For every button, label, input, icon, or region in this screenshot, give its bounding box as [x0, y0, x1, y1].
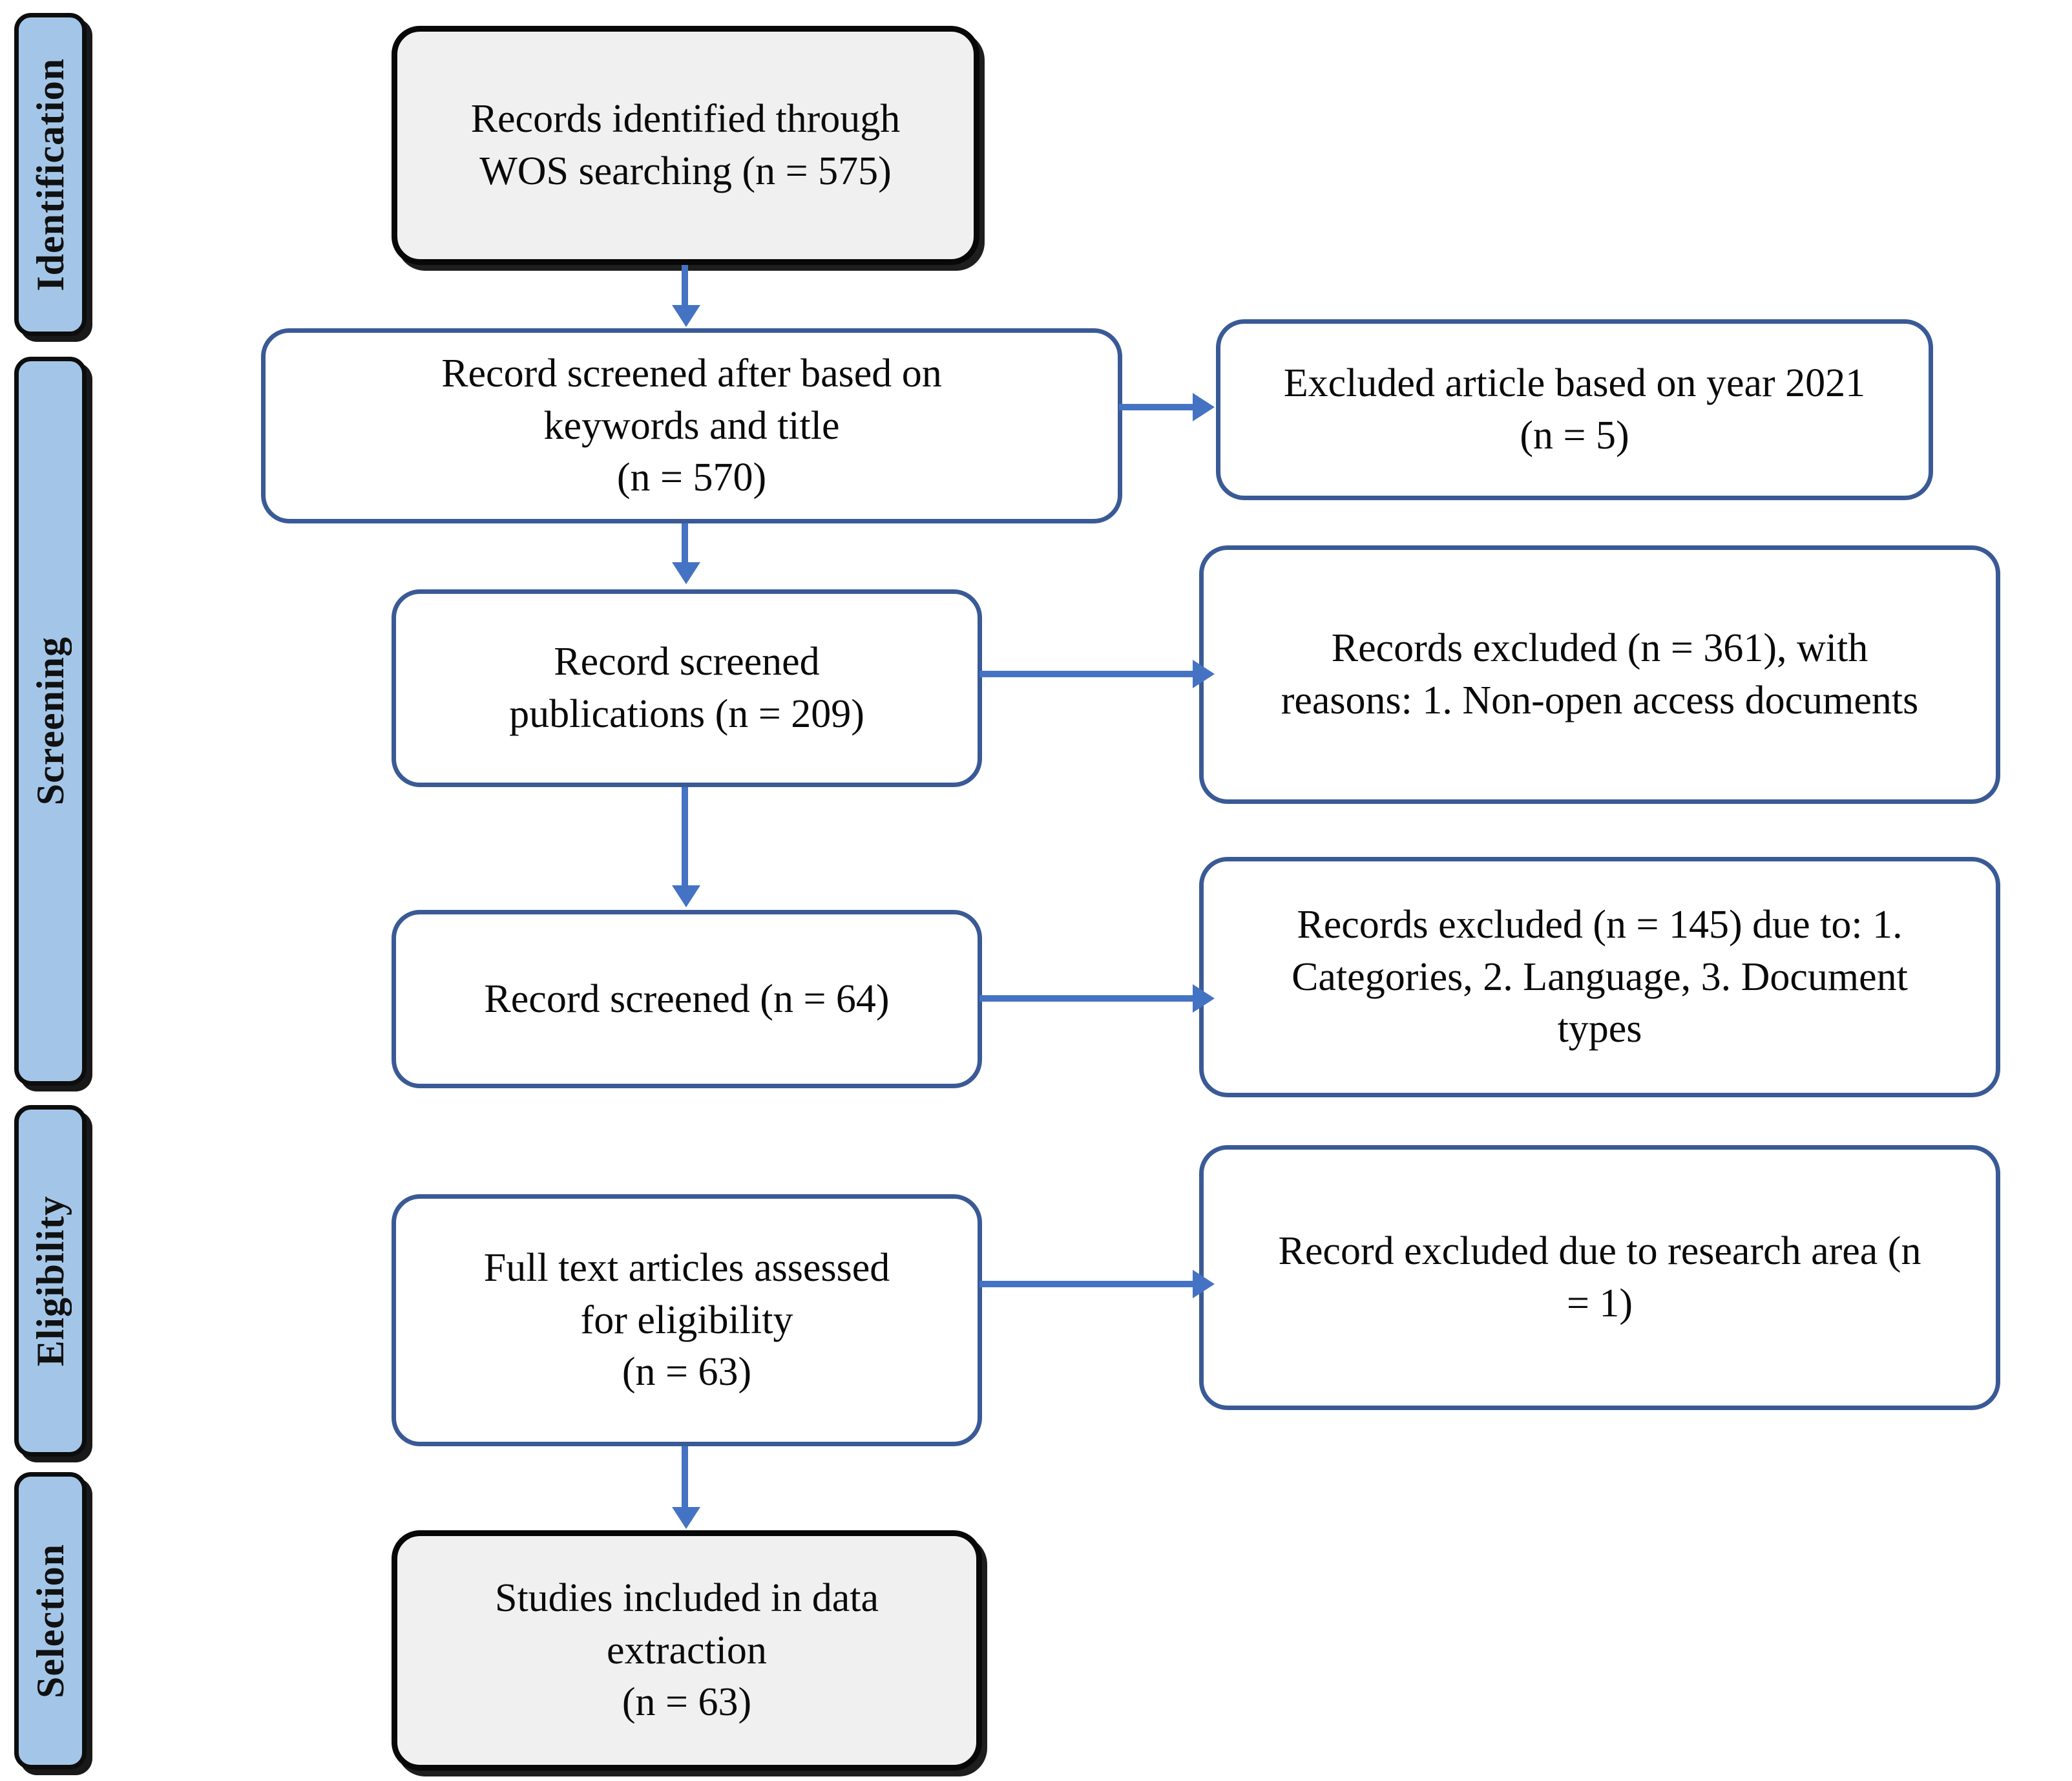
- node-studies-included: Studies included in data extraction (n =…: [392, 1530, 982, 1771]
- node-record-screened-keywords-text: Record screened after based on keywords …: [441, 352, 942, 500]
- node-records-excluded-reasons-text: Records excluded (n = 361), with reasons…: [1281, 626, 1919, 722]
- stage-selection: Selection: [14, 1472, 87, 1769]
- stage-eligibility-label: Eligibility: [29, 1195, 72, 1367]
- connector-publications-to-excluded-reasons-line: [979, 671, 1197, 677]
- stage-eligibility: Eligibility: [14, 1105, 87, 1457]
- connector-full-text-to-studies-included-line: [682, 1446, 688, 1508]
- node-records-identified: Records identified through WOS searching…: [392, 26, 979, 265]
- node-record-screened: Record screened (n = 64): [392, 910, 982, 1088]
- node-records-identified-text: Records identified through WOS searching…: [470, 97, 901, 193]
- connector-publications-to-record-screened-arrow: [672, 885, 700, 907]
- stage-screening-label: Screening: [29, 637, 72, 806]
- node-full-text-assessed-text: Full text articles assessed for eligibil…: [483, 1246, 890, 1395]
- connector-full-text-to-research-area-arrow: [1193, 1270, 1215, 1298]
- stage-screening: Screening: [14, 357, 87, 1086]
- connector-record-screened-to-excluded-categories-line: [979, 995, 1197, 1002]
- node-record-excluded-research-area-text: Record excluded due to research area (n …: [1278, 1229, 1921, 1325]
- connector-keywords-to-publications-arrow: [672, 562, 700, 584]
- node-records-excluded-categories: Records excluded (n = 145) due to: 1. Ca…: [1199, 857, 2000, 1097]
- connector-identified-to-keywords-line: [682, 265, 688, 306]
- node-record-screened-publications: Record screened publications (n = 209): [392, 589, 982, 787]
- connector-record-screened-to-excluded-categories-arrow: [1193, 984, 1215, 1013]
- node-record-excluded-research-area: Record excluded due to research area (n …: [1199, 1145, 2000, 1410]
- node-excluded-year-2021: Excluded article based on year 2021 (n =…: [1216, 319, 1933, 500]
- node-excluded-year-2021-text: Excluded article based on year 2021 (n =…: [1283, 361, 1866, 458]
- connector-full-text-to-research-area-line: [979, 1281, 1197, 1287]
- node-full-text-assessed: Full text articles assessed for eligibil…: [392, 1194, 982, 1446]
- connector-identified-to-keywords-arrow: [672, 305, 700, 327]
- stage-identification: Identification: [14, 13, 87, 336]
- connector-publications-to-record-screened-line: [682, 787, 688, 887]
- connector-full-text-to-studies-included-arrow: [672, 1507, 700, 1529]
- connector-keywords-to-excluded-year-line: [1119, 404, 1195, 410]
- node-records-excluded-categories-text: Records excluded (n = 145) due to: 1. Ca…: [1292, 903, 1908, 1051]
- node-records-excluded-reasons: Records excluded (n = 361), with reasons…: [1199, 545, 2000, 804]
- node-studies-included-text: Studies included in data extraction (n =…: [494, 1576, 879, 1725]
- stage-identification-label: Identification: [29, 58, 72, 291]
- node-record-screened-text: Record screened (n = 64): [484, 976, 890, 1021]
- connector-keywords-to-excluded-year-arrow: [1193, 393, 1215, 421]
- node-record-screened-publications-text: Record screened publications (n = 209): [509, 640, 864, 736]
- connector-keywords-to-publications-line: [682, 523, 688, 564]
- stage-selection-label: Selection: [29, 1543, 72, 1698]
- connector-publications-to-excluded-reasons-arrow: [1193, 660, 1215, 688]
- node-record-screened-keywords: Record screened after based on keywords …: [261, 328, 1122, 523]
